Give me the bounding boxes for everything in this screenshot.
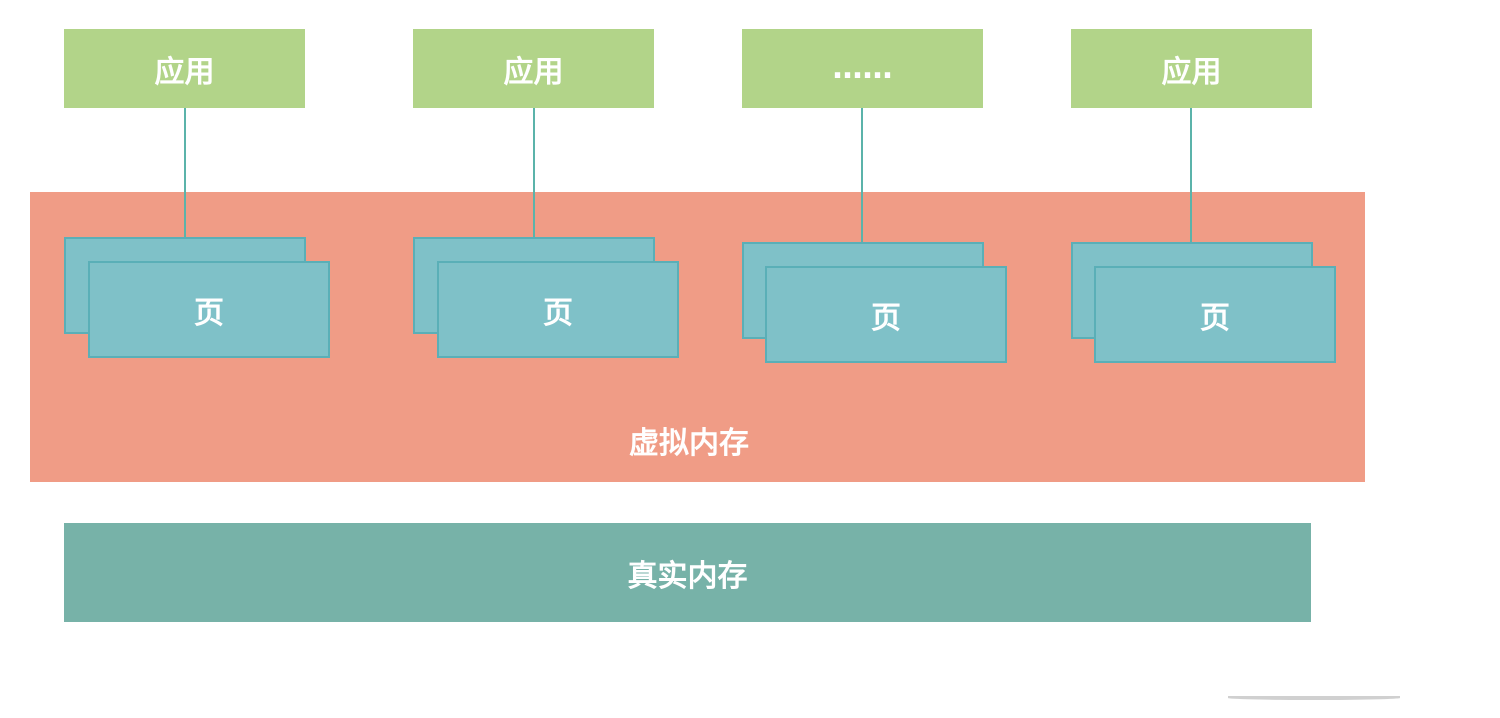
page-front-4: 页 — [1094, 266, 1336, 363]
real-memory-label: 真实内存 — [627, 558, 748, 594]
page-front-2: 页 — [437, 261, 679, 358]
connector-line-3 — [861, 108, 863, 243]
app-box-2: 应用 — [413, 29, 654, 108]
app-box-1: 应用 — [64, 29, 305, 108]
page-front-3: 页 — [765, 266, 1007, 363]
real-memory-block: 真实内存 — [64, 523, 1311, 622]
page-front-1: 页 — [88, 261, 330, 358]
app-box-4: 应用 — [1071, 29, 1312, 108]
connector-line-1 — [184, 108, 186, 238]
connector-line-4 — [1190, 108, 1192, 243]
decorative-shadow — [1228, 696, 1400, 700]
connector-line-2 — [533, 108, 535, 238]
app-box-ellipsis: …… — [742, 29, 983, 108]
virtual-memory-label: 虚拟内存 — [629, 426, 749, 461]
